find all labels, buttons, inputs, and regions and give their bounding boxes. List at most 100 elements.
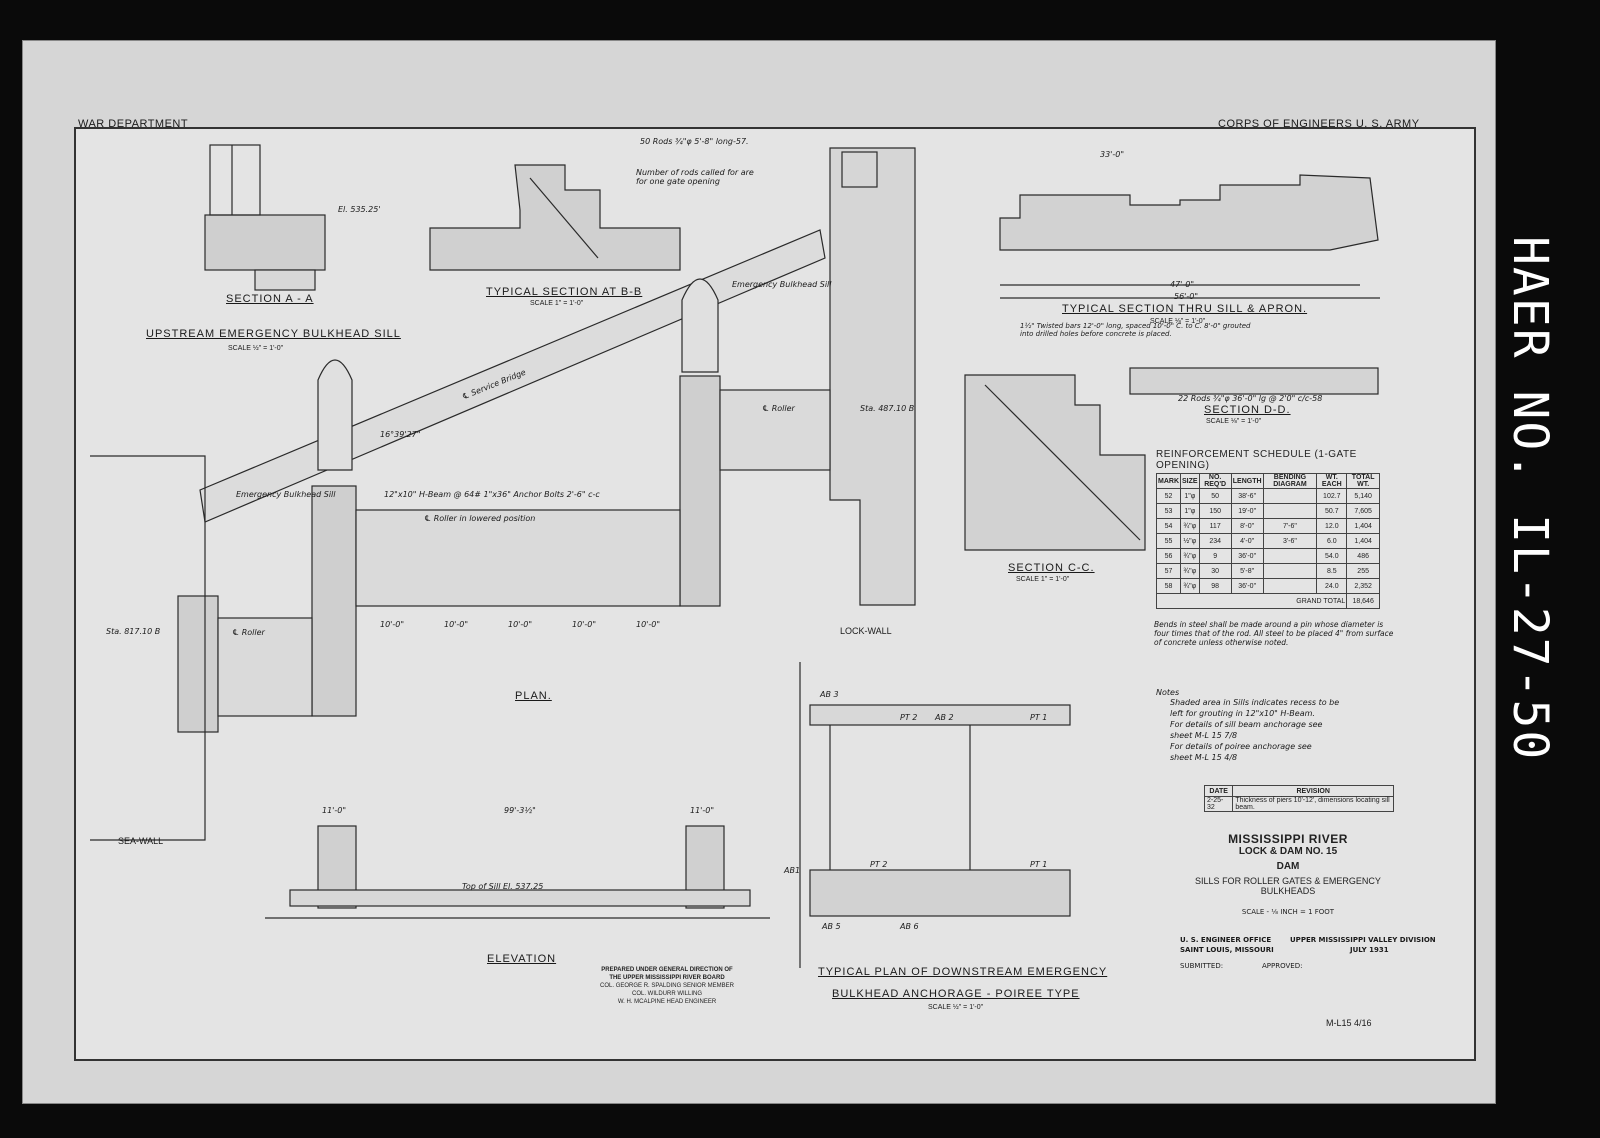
revision-date: 2-25-32 [1203, 796, 1234, 812]
revision-row: 2-25-32 Thickness of piers 10'-12', dime… [1203, 796, 1394, 812]
plan-title: PLAN. [515, 690, 552, 702]
schedule-cell: 57 [1156, 563, 1181, 579]
section-cc-scale: SCALE 1" = 1'-0" [1016, 576, 1070, 583]
revision-text: Thickness of piers 10'-12', dimensions l… [1232, 796, 1394, 812]
schedule-cell [1262, 488, 1318, 504]
notes-line-2: left for grouting in 12"x10" H-Beam. [1170, 709, 1315, 718]
schedule-cell: 1,404 [1346, 533, 1380, 549]
schedule-cell: 54 [1156, 518, 1181, 534]
schedule-cell: 52 [1156, 488, 1181, 504]
schedule-cell: ¾"φ [1180, 578, 1200, 594]
pier-right [679, 375, 721, 607]
roller-label-left: ℄ Roller [232, 628, 265, 637]
span-dim-5: 10'-0" [636, 620, 661, 629]
dim-33: 33'-0" [1100, 150, 1125, 159]
sill-plan-left [217, 617, 313, 717]
el-535-label: El. 535.25' [338, 205, 381, 214]
schedule-cell [1262, 548, 1318, 564]
notes-line-4: sheet M-L 15 7/8 [1170, 731, 1238, 740]
sill-plan-right [719, 389, 831, 471]
title-subject-2: BULKHEADS [1260, 886, 1316, 896]
schedule-cell: 8.5 [1316, 563, 1348, 579]
schedule-col-total: TOTAL WT. [1346, 473, 1380, 489]
lock-wall-label: LOCK-WALL [840, 626, 892, 636]
schedule-cell: ¾"φ [1180, 563, 1200, 579]
pt2-label-top: PT 2 [900, 713, 918, 722]
pier-nose-right [681, 278, 719, 373]
section-cc-rod [984, 384, 1141, 541]
schedule-cell: 3'-6" [1262, 533, 1318, 549]
reinforcement-schedule: REINFORCEMENT SCHEDULE (1-GATE OPENING) … [1155, 447, 1380, 609]
schedule-cell: 36'-0" [1230, 578, 1264, 594]
prepared-line-3: COL. GEORGE R. SPALDING SENIOR MEMBER [600, 983, 734, 989]
section-cc-concrete [964, 374, 1146, 551]
section-dd-title: SECTION D-D. [1204, 404, 1291, 416]
schedule-col-no: NO. REQ'D [1198, 473, 1232, 489]
span-dim-2: 10'-0" [444, 620, 469, 629]
pt2-label-bottom: PT 2 [870, 860, 888, 869]
section-aa-scale: SCALE ½" = 1'-0" [228, 345, 284, 352]
span-dim-3: 10'-0" [508, 620, 533, 629]
station-right: Sta. 487.10 B [860, 404, 915, 413]
dim-47: 47'-0" [1170, 280, 1195, 289]
schedule-cell [1262, 503, 1318, 519]
schedule-header-row: MARK SIZE NO. REQ'D LENGTH BENDING DIAGR… [1156, 473, 1380, 489]
grand-total-value: 18,646 [1346, 593, 1380, 609]
schedule-cell: 53 [1156, 503, 1181, 519]
section-aa-title: SECTION A - A [226, 293, 314, 305]
title-scale: SCALE - ⅛ INCH = 1 FOOT [1241, 908, 1335, 916]
notes-heading: Notes [1156, 688, 1180, 697]
schedule-col-bending: BENDING DIAGRAM [1262, 473, 1318, 489]
section-bb-rod [529, 177, 599, 259]
schedule-cell: 50.7 [1316, 503, 1348, 519]
twisted-bars-note: 1½" Twisted bars 12'-0" long, spaced 10'… [1020, 322, 1251, 338]
schedule-cell [1262, 563, 1318, 579]
prepared-line-5: W. H. MCALPINE HEAD ENGINEER [617, 999, 717, 1005]
sea-wall [90, 455, 206, 841]
schedule-cell [1262, 578, 1318, 594]
dim-56: 56'-0" [1174, 292, 1199, 301]
schedule-cell: 5,140 [1346, 488, 1380, 504]
schedule-cell: ½"φ [1180, 533, 1200, 549]
office-left-1: U. S. ENGINEER OFFICE [1180, 936, 1272, 944]
title-subject-1: SILLS FOR ROLLER GATES & EMERGENCY [1195, 876, 1381, 886]
sill-section-title: TYPICAL SECTION THRU SILL & APRON. [1062, 303, 1308, 315]
power-house [841, 151, 878, 188]
schedule-cell: 1,404 [1346, 518, 1380, 534]
sill-plan [355, 509, 681, 607]
schedule-cell: 234 [1198, 533, 1232, 549]
prepared-block: PREPARED UNDER GENERAL DIRECTION OF THE … [582, 966, 752, 1006]
title-project: LOCK & DAM NO. 15 [1238, 846, 1338, 857]
section-dd-slab [1129, 367, 1379, 395]
rods-dd-note: 22 Rods ¾"φ 36'-0" lg @ 2'0" c/c-58 [1178, 394, 1323, 403]
apron-concrete [999, 174, 1379, 251]
section-bb-scale: SCALE 1" = 1'-0" [530, 300, 584, 307]
prepared-line-4: COL. WILDURR WILLING [631, 991, 702, 997]
schedule-cell: 2,352 [1346, 578, 1380, 594]
schedule-col-mark: MARK [1156, 473, 1181, 489]
downstream-title: TYPICAL PLAN OF DOWNSTREAM EMERGENCY [818, 966, 1108, 978]
notes-line-3: For details of sill beam anchorage see [1170, 720, 1323, 729]
ab1-label-left: AB1 [784, 866, 801, 875]
bend-note: Bends in steel shall be made around a pi… [1154, 620, 1394, 647]
grand-total-label: GRAND TOTAL [1155, 593, 1348, 609]
pier-left [177, 595, 219, 733]
schedule-cell: 486 [1346, 548, 1380, 564]
schedule-cell: 98 [1198, 578, 1232, 594]
schedule-col-wt-each: WT. EACH [1316, 473, 1348, 489]
office-right-1: UPPER MISSISSIPPI VALLEY DIVISION [1290, 936, 1436, 944]
schedule-cell: 1"φ [1180, 488, 1200, 504]
schedule-cell: 50 [1198, 488, 1232, 504]
schedule-cell: 5'-8" [1230, 563, 1264, 579]
bridge-angle: 16°39'27" [380, 430, 421, 439]
elevation-pier-dim-left: 11'-0" [322, 806, 347, 815]
schedule-cell: 55 [1156, 533, 1181, 549]
schedule-cell: 24.0 [1316, 578, 1348, 594]
